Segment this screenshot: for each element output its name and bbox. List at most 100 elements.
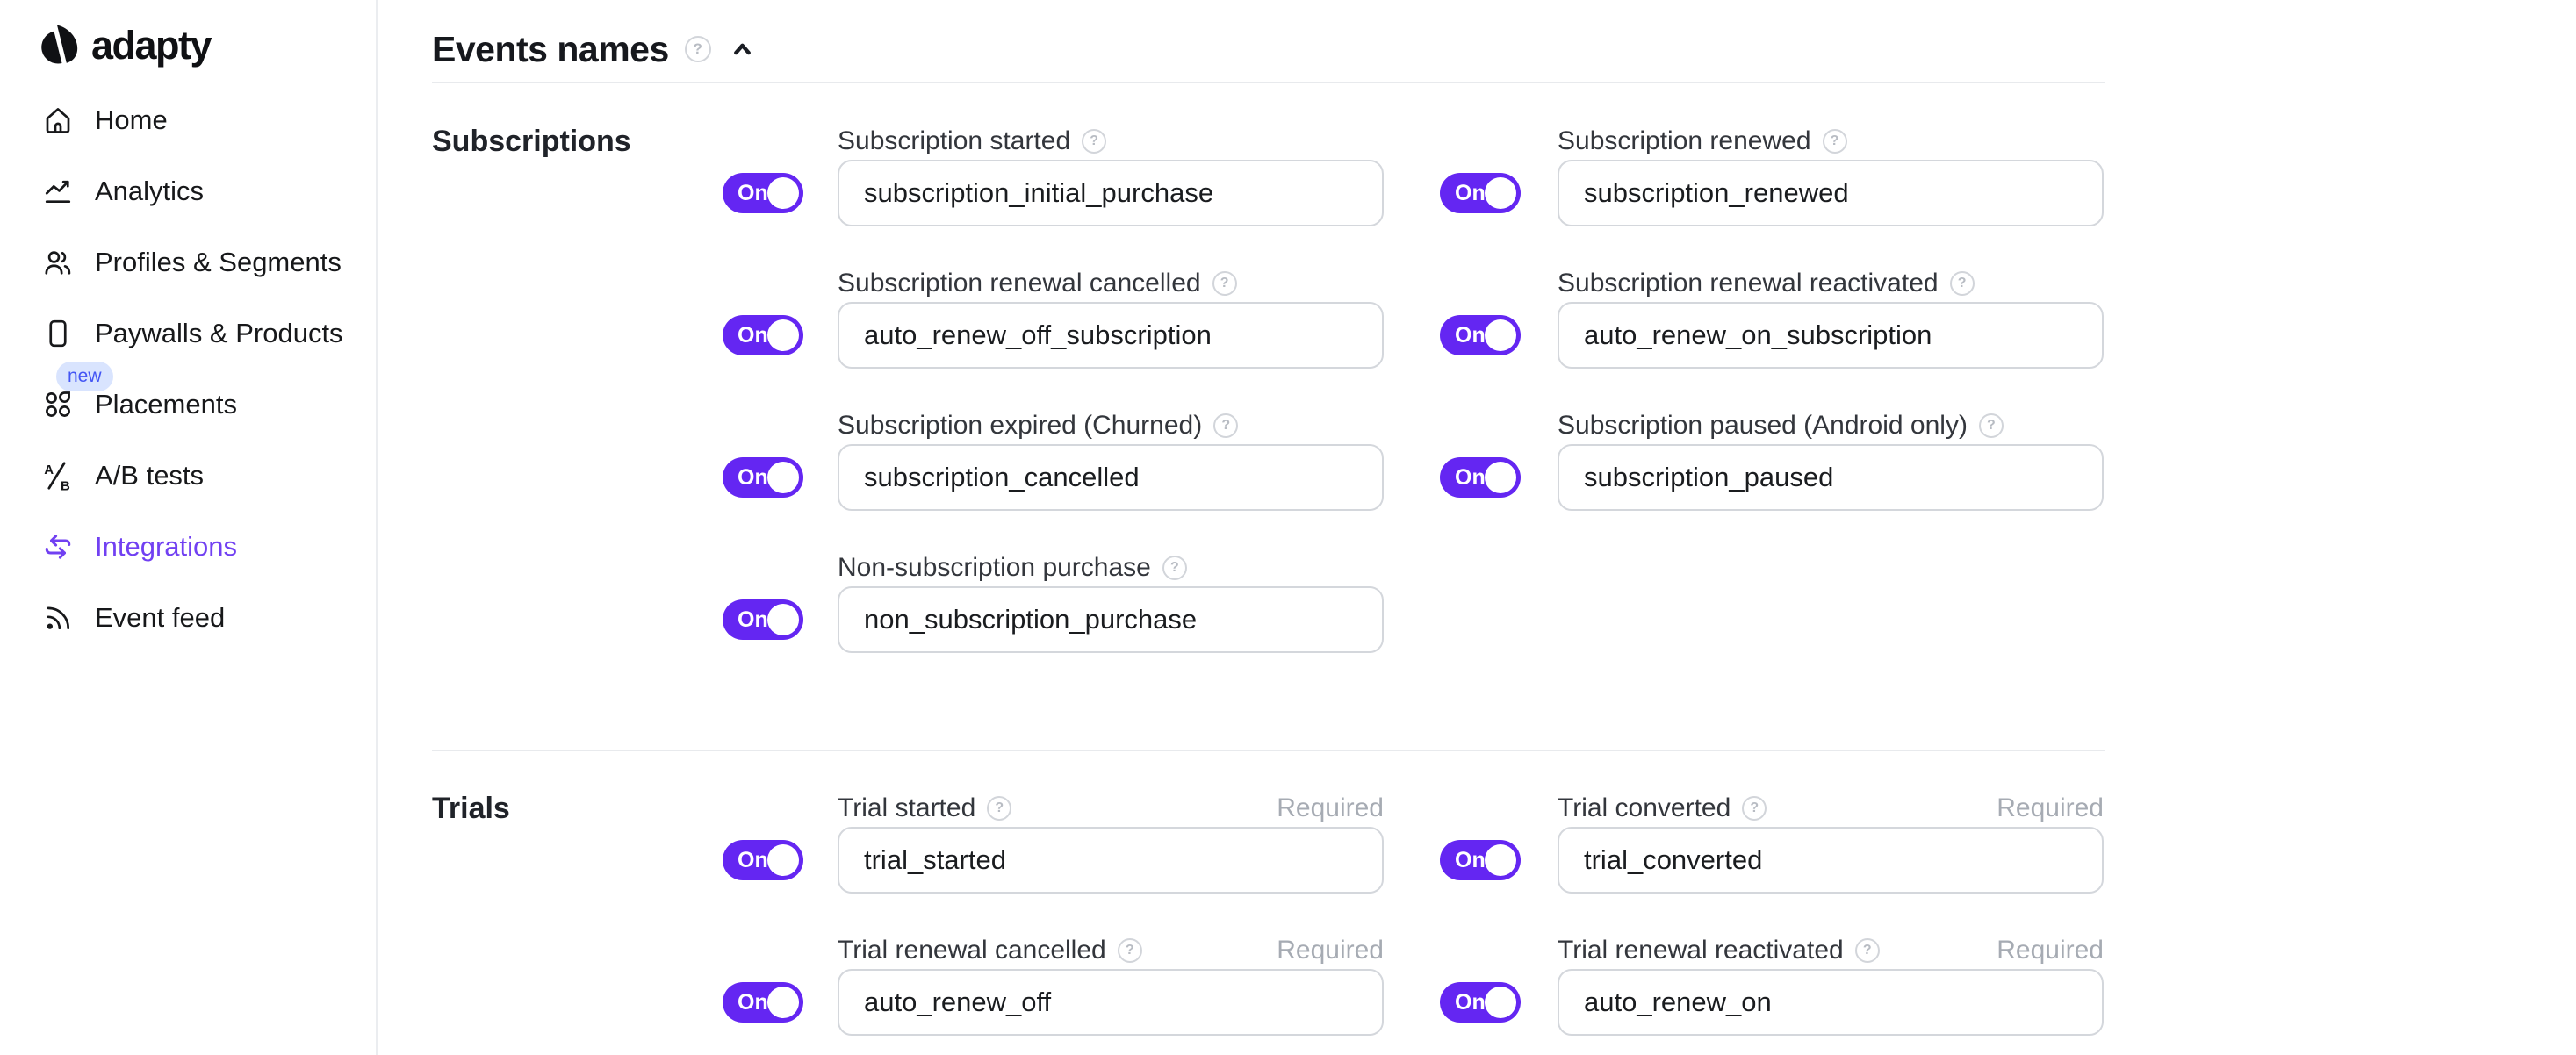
chevron-up-icon [733,43,751,54]
toggle-trial-converted[interactable]: On [1440,840,1521,880]
field-trial-renewal-reactivated: Trial renewal reactivated?Required [1558,932,2104,1036]
toggle-subscription-renewal-cancelled[interactable]: On [723,315,803,355]
help-icon[interactable]: ? [1742,796,1767,821]
event-name-input[interactable] [838,302,1384,369]
toggle-state-label: On [738,847,768,872]
field-label: Subscription paused (Android only) [1558,411,1968,440]
toggle-state-label: On [738,606,768,632]
adapty-logo[interactable]: adapty [0,0,376,68]
required-badge: Required [1997,793,2104,822]
field-subscription-renewal-reactivated: Subscription renewal reactivated? [1558,265,2104,369]
help-icon[interactable]: ? [1117,938,1142,963]
field-subscription-paused-android-only: Subscription paused (Android only)? [1558,407,2104,511]
help-icon[interactable]: ? [1949,271,1975,296]
sidebar-item-analytics[interactable]: Analytics [0,155,376,226]
help-icon[interactable]: ? [1822,129,1847,154]
toggle-knob [1485,987,1516,1018]
toggle-state-label: On [738,180,768,205]
toggle-subscription-renewed[interactable]: On [1440,173,1521,213]
sidebar-item-home[interactable]: Home [0,84,376,155]
toggle-trial-renewal-reactivated[interactable]: On [1440,982,1521,1023]
event-name-input[interactable] [1558,160,2104,226]
collapse-section-button[interactable] [730,38,754,61]
page-title: Events names [432,28,669,69]
toggle-state-label: On [738,989,768,1015]
analytics-icon [42,176,74,207]
logo-text: adapty [91,23,212,68]
new-badge: new [56,362,113,391]
event-name-input[interactable] [1558,969,2104,1036]
help-icon[interactable]: ? [1978,413,2004,438]
field-trial-converted: Trial converted? Required [1558,790,2104,894]
toggle-knob [767,319,799,351]
toggle-state-label: On [1455,322,1486,348]
sidebar-item-integrations[interactable]: Integrations [0,511,376,582]
field-label: Trial converted [1558,793,1731,822]
toggle-subscription-renewal-reactivated[interactable]: On [1440,315,1521,355]
field-label: Trial started [838,793,976,822]
toggle-knob [767,462,799,493]
event-name-input[interactable] [838,969,1384,1036]
field-label: Subscription renewed [1558,126,1811,155]
toggle-state-label: On [738,464,768,490]
toggle-subscription-paused-android-only[interactable]: On [1440,457,1521,498]
help-icon[interactable]: ? [987,796,1012,821]
svg-text:A: A [44,462,54,477]
event-name-input[interactable] [1558,444,2104,511]
header-divider [432,82,2105,83]
field-non-subscription-purchase: Non-subscription purchase? [838,549,1384,653]
help-icon[interactable]: ? [1212,271,1237,296]
toggle-knob [767,177,799,209]
event-name-input[interactable] [838,160,1384,226]
integrations-icon [42,531,74,563]
event-name-input[interactable] [838,827,1384,894]
field-label: Non-subscription purchase [838,553,1151,582]
sidebar-item-label: Event feed [95,601,226,633]
field-label: Subscription renewal reactivated [1558,269,1939,298]
field-label: Subscription renewal cancelled [838,269,1201,298]
field-subscription-renewed: Subscription renewed? [1558,123,2104,226]
field-subscription-started: Subscription started? [838,123,1384,226]
event-name-input[interactable] [838,444,1384,511]
sidebar-item-paywalls-products[interactable]: Paywalls & Products [0,298,376,369]
sidebar-item-label: Home [95,104,168,135]
help-icon[interactable]: ? [1854,938,1880,963]
sidebar-item-label: Profiles & Segments [95,246,342,277]
event-feed-icon [42,602,74,634]
toggle-subscription-expired-churned[interactable]: On [723,457,803,498]
sidebar-item-label: A/B tests [95,459,205,491]
sidebar-item-profiles-segments[interactable]: Profiles & Segments [0,226,376,298]
section-heading: Subscriptions [432,125,631,158]
event-name-input[interactable] [1558,827,2104,894]
sidebar-item-label: Placements [95,388,237,420]
field-trial-renewal-cancelled: Trial renewal cancelled?Required [838,932,1384,1036]
required-badge: Required [1277,936,1384,965]
toggle-state-label: On [1455,180,1486,205]
toggle-state-label: On [1455,464,1486,490]
sidebar-item-event-feed[interactable]: Event feed [0,582,376,653]
toggle-subscription-started[interactable]: On [723,173,803,213]
toggle-trial-started[interactable]: On [723,840,803,880]
toggle-trial-renewal-cancelled[interactable]: On [723,982,803,1023]
help-icon[interactable]: ? [684,36,711,62]
help-icon[interactable]: ? [1082,129,1107,154]
event-name-input[interactable] [838,586,1384,653]
field-label: Subscription expired (Churned) [838,411,1203,440]
field-trial-started: Trial started?Required [838,790,1384,894]
toggle-state-label: On [1455,989,1486,1015]
event-name-input[interactable] [1558,302,2104,369]
section-heading: Trials [432,792,510,825]
toggle-knob [1485,319,1516,351]
toggle-state-label: On [1455,847,1486,872]
toggle-non-subscription-purchase[interactable]: On [723,599,803,640]
help-icon[interactable]: ? [1213,413,1239,438]
svg-text:B: B [61,478,70,492]
help-icon[interactable]: ? [1162,556,1187,580]
